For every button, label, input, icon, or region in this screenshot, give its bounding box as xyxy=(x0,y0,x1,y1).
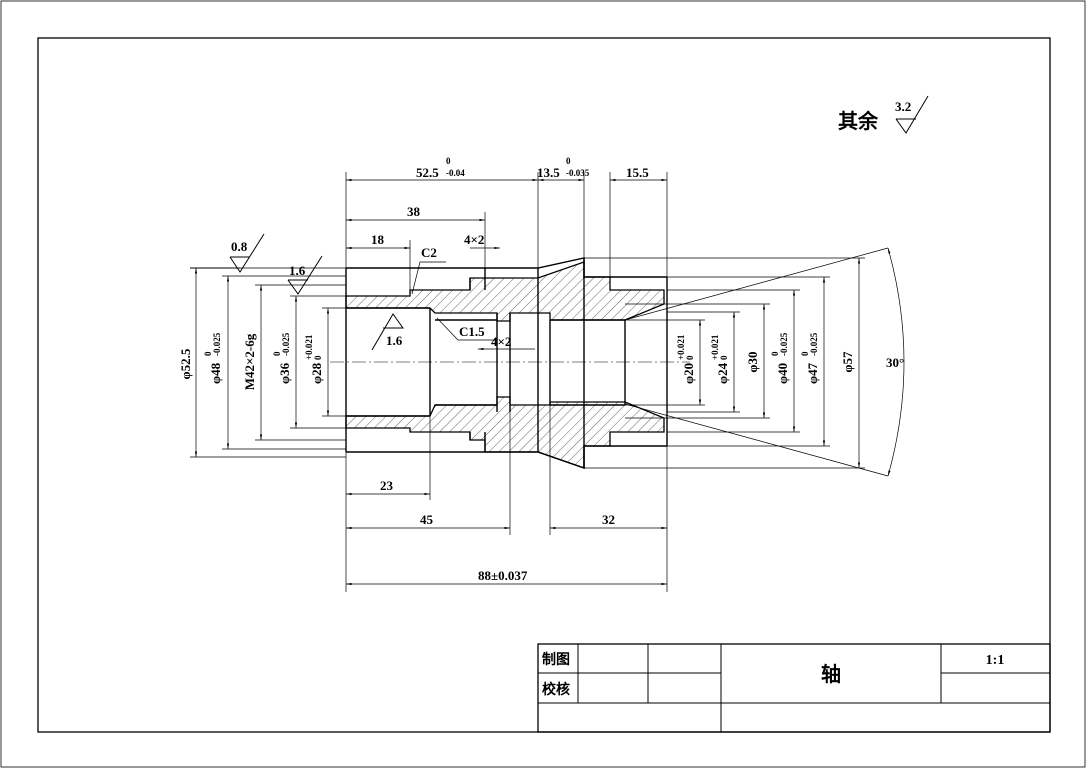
roughness-symbol-1-6-b xyxy=(371,313,404,351)
dim-angle-30: 30° xyxy=(886,355,904,370)
svg-text:0: 0 xyxy=(770,351,780,356)
svg-text:0: 0 xyxy=(203,351,213,356)
svg-text:-0.025: -0.025 xyxy=(281,332,291,356)
svg-text:φ20: φ20 xyxy=(681,363,696,384)
dim-13-5-upper: 0 xyxy=(566,156,571,166)
svg-text:-0.025: -0.025 xyxy=(809,332,819,356)
dia-52-5: φ52.5 xyxy=(178,348,193,379)
dia-47: φ47 0 -0.025 xyxy=(800,332,820,384)
dia-57: φ57 xyxy=(840,351,855,373)
roughness-symbol-1-6-a xyxy=(287,255,323,295)
svg-text:0: 0 xyxy=(685,355,695,360)
svg-text:φ48: φ48 xyxy=(208,362,223,384)
svg-text:-0.025: -0.025 xyxy=(779,332,789,356)
dim-18: 18 xyxy=(371,232,385,247)
dia-m42: M42×2-6g xyxy=(242,333,257,390)
roughness-symbol-general xyxy=(895,95,929,134)
extension-lines xyxy=(190,172,905,592)
inner-frame xyxy=(37,37,1051,733)
tb-part-name: 轴 xyxy=(821,662,841,686)
svg-text:φ28: φ28 xyxy=(309,362,324,384)
dim-52-5-upper: 0 xyxy=(446,156,451,166)
title-block: 制图 校核 轴 1:1 xyxy=(537,643,1051,733)
chamfer-c1-5: C1.5 xyxy=(459,324,485,339)
surface-note-value: 3.2 xyxy=(895,99,911,114)
svg-text:φ47: φ47 xyxy=(805,362,820,384)
svg-text:φ36: φ36 xyxy=(277,362,292,384)
tb-drawn-label: 制图 xyxy=(542,651,570,668)
svg-text:φ24: φ24 xyxy=(715,362,730,384)
roughness-1-6-b-text: 1.6 xyxy=(386,333,403,348)
dim-15-5: 15.5 xyxy=(626,165,649,180)
dia-40: φ40 0 -0.025 xyxy=(770,332,790,384)
chamfer-c2: C2 xyxy=(421,245,437,260)
dia-24: φ24 +0.021 0 xyxy=(710,334,730,384)
shaft-section xyxy=(330,257,690,469)
dim-52-5: 52.5 xyxy=(416,165,439,180)
dia-28: φ28 +0.021 0 xyxy=(304,334,324,384)
upper-wall-hatch xyxy=(345,261,665,322)
svg-text:0: 0 xyxy=(313,355,323,360)
dia-36: φ36 0 -0.025 xyxy=(272,332,292,384)
dim-13-5: 13.5 xyxy=(537,165,560,180)
svg-text:-0.025: -0.025 xyxy=(212,332,222,356)
svg-text:+0.021: +0.021 xyxy=(304,334,314,360)
roughness-1-6-a-text: 1.6 xyxy=(289,263,306,278)
dia-48: φ48 0 -0.025 xyxy=(203,332,223,384)
dim-38: 38 xyxy=(407,204,421,219)
svg-text:φ40: φ40 xyxy=(775,363,790,384)
surface-note-prefix: 其余 xyxy=(838,109,879,133)
dimension-texts: 52.5 0 -0.04 13.5 0 -0.035 15.5 38 18 4×… xyxy=(231,156,904,583)
dia-30: φ30 xyxy=(745,351,760,372)
roughness-0-8-text: 0.8 xyxy=(231,239,248,254)
dimension-lines xyxy=(194,178,861,586)
roughness-symbol-0-8 xyxy=(190,233,265,273)
svg-text:+0.021: +0.021 xyxy=(710,334,720,360)
svg-text:0: 0 xyxy=(272,351,282,356)
diameter-texts: φ52.5 φ48 0 -0.025 M42×2-6g φ36 0 -0.025… xyxy=(178,332,855,390)
dim-23: 23 xyxy=(380,478,394,493)
dim-52-5-lower: -0.04 xyxy=(446,168,465,178)
dim-13-5-lower: -0.035 xyxy=(566,168,590,178)
svg-text:+0.021: +0.021 xyxy=(676,334,686,360)
outer-profile-top xyxy=(346,257,667,278)
dim-88: 88±0.037 xyxy=(478,568,528,583)
groove-4x2-upper: 4×2 xyxy=(464,232,484,247)
tb-checked-label: 校核 xyxy=(542,681,570,698)
groove-4x2-lower: 4×2 xyxy=(491,334,511,349)
svg-text:0: 0 xyxy=(719,355,729,360)
dia-20: φ20 +0.021 0 xyxy=(676,334,696,384)
svg-text:0: 0 xyxy=(800,351,810,356)
tb-scale: 1:1 xyxy=(986,653,1005,668)
lower-wall-hatch xyxy=(345,396,665,469)
dim-45: 45 xyxy=(420,512,434,527)
dim-32: 32 xyxy=(602,512,615,527)
